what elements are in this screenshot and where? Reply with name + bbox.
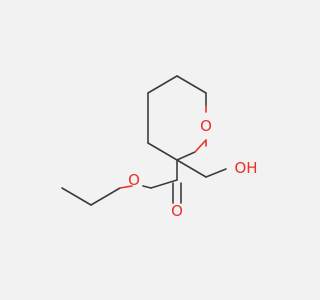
bond-ring-1 [147, 75, 178, 94]
bond-ch2 [176, 159, 207, 178]
carbonyl-oxygen-label: O [171, 202, 183, 220]
bond-ester-o-single-1 [142, 185, 152, 189]
bond-ring-5 [147, 142, 178, 161]
ring-oxygen-label: O [200, 117, 212, 135]
bond-ester-o-left [119, 185, 133, 189]
bond-ring-o-lower-2 [194, 139, 207, 153]
bond-ethyl-1 [90, 187, 121, 206]
bond-ring-2 [176, 75, 207, 94]
molecule-structure: O O O OH [61, 75, 258, 220]
bond-ring-4 [176, 151, 196, 161]
molecule-canvas: O O O OH [61, 75, 258, 220]
ester-oxygen-label: O [128, 171, 140, 189]
bond-ethyl-2 [61, 187, 92, 206]
bond-ch2-oh [205, 168, 227, 178]
hydroxyl-label: OH [234, 159, 257, 177]
bond-carbonyl-c-2 [150, 179, 178, 189]
